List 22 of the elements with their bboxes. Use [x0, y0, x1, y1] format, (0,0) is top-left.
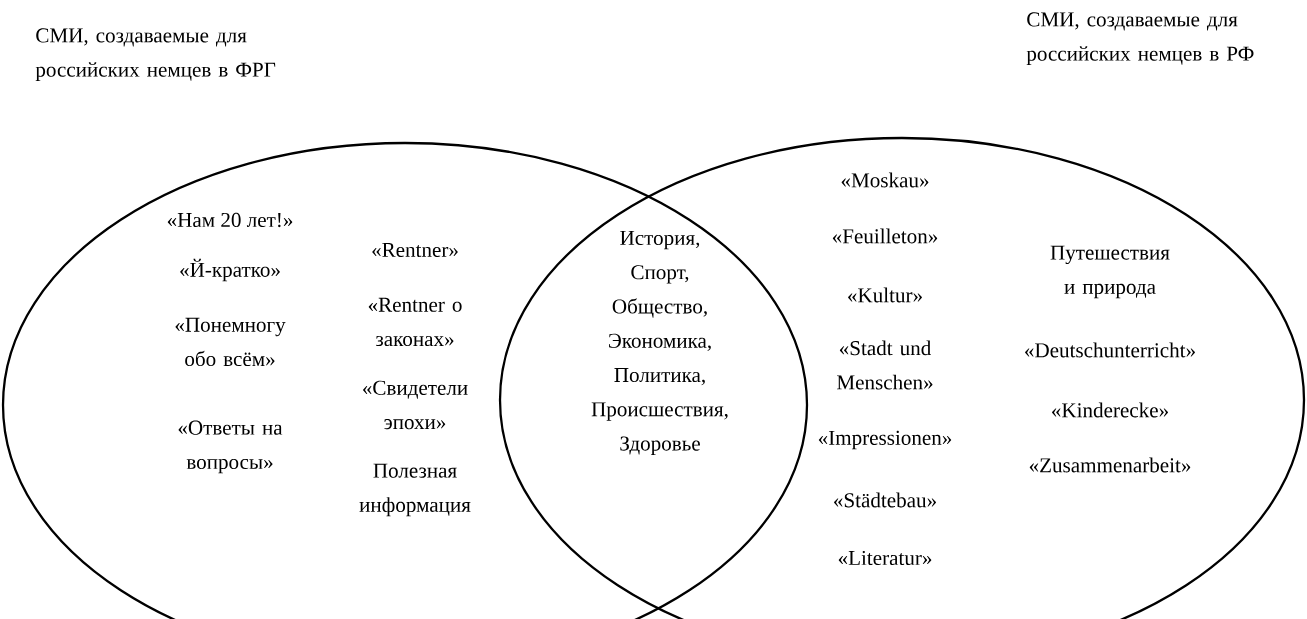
topic-text: «Свидетели эпохи»: [363, 380, 468, 430]
topic-text: «Zusammenarbeit»: [1029, 457, 1191, 473]
topic-text: «Kinderecke»: [1052, 402, 1168, 418]
topic-text: «Rentner о законах»: [368, 297, 462, 347]
topic-text: Путешествия и природа: [1050, 245, 1170, 299]
topic-text: «Й-кратко»: [180, 258, 280, 282]
topic-text: «Ответы на вопросы»: [178, 420, 283, 474]
topic-text: «Moskau»: [841, 172, 929, 188]
topic-text: «Impressionen»: [818, 430, 952, 450]
topic-text: «Feuilleton»: [832, 228, 938, 244]
topic-text: «Rentner»: [372, 243, 458, 257]
topic-text: «Stadt und Menschen»: [837, 340, 933, 390]
topic-text: Полезная информация: [359, 463, 471, 517]
topic-text: «Deutschunterricht»: [1025, 342, 1195, 358]
topic-list: История, Спорт, Общество, Экономика, Политика, Происшествия, Здоровье: [591, 231, 728, 455]
circle-title: СМИ, создаваемые для российских немцев в РФ: [1026, 12, 1254, 66]
topic-text: «Kultur»: [848, 287, 922, 303]
circle-title: СМИ, создаваемые для российских немцев в ФРГ: [35, 28, 276, 82]
topic-text: «Нам 20 лет!»: [167, 212, 293, 228]
topic-text: «Städtebau»: [834, 492, 936, 508]
topic-text: «Literatur»: [838, 550, 932, 566]
topic-text: «Понемногу обо всём»: [175, 317, 286, 367]
